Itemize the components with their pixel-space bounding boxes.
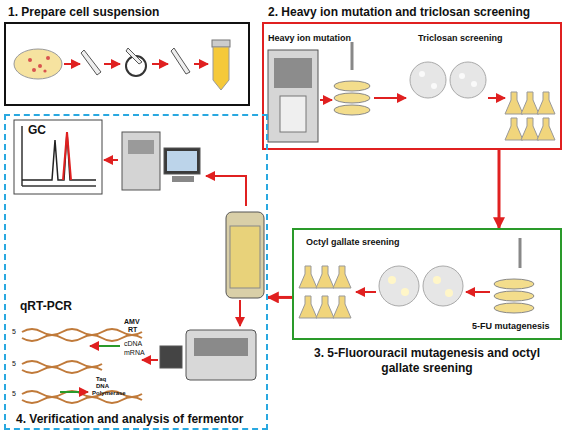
step-label: AMV [124, 318, 140, 326]
step-label: qRT-PCR [20, 300, 72, 313]
panel-heading: 3. 5-Fluorouracil mutagenesis and octyl … [294, 346, 560, 376]
panel-box: 4. Verification and analysis of fermento… [4, 114, 268, 430]
panel-box: 1. Prepare cell suspension [4, 22, 250, 106]
step-label: Polymerase [92, 390, 126, 397]
step-label: DNA [96, 383, 109, 390]
panel-heading: 1. Prepare cell suspension [8, 5, 159, 20]
step-label: 5-FU mutagenesis [472, 322, 550, 332]
panel-heading: 4. Verification and analysis of fermento… [16, 412, 243, 427]
flow-arrow [498, 150, 501, 228]
step-label: 5 [12, 328, 16, 336]
step-label: Triclosan screening [418, 34, 503, 44]
flow-arrow [268, 296, 292, 299]
cell-prep-illustration [14, 40, 230, 90]
step-label: Octyl gallate sreening [306, 238, 400, 248]
step-label: 5 [12, 360, 16, 368]
octyl-gallate-illustration [299, 238, 534, 318]
verification-illustration [14, 120, 264, 403]
step-label: Taq [96, 376, 106, 383]
step-label: mRNA [124, 349, 145, 357]
step-label: Heavy ion mutation [268, 34, 351, 44]
heavy-ion-illustration [268, 42, 555, 142]
step-label: 5 [12, 390, 16, 398]
panel-heading: 2. Heavy ion mutation and triclosan scre… [268, 5, 530, 20]
step-label: cDNA [124, 340, 142, 348]
step-label: RT [128, 326, 137, 334]
step-label: GC [28, 124, 46, 137]
